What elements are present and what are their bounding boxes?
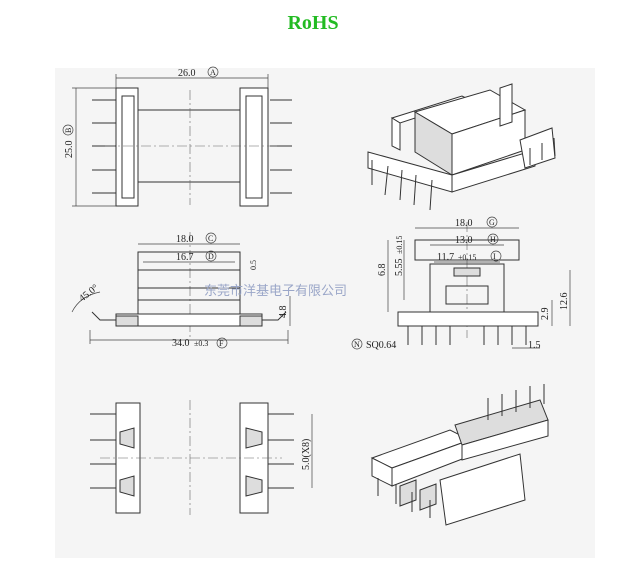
dim-front-167-tag: D bbox=[208, 252, 214, 261]
dim-side-68: 6.8 bbox=[377, 264, 388, 277]
dim-side-29: 2.9 bbox=[540, 308, 551, 321]
dim-top-width-tag: A bbox=[210, 68, 216, 77]
dim-side-13-tag: H bbox=[490, 235, 496, 244]
dim-side-sq: SQ0.64 bbox=[366, 340, 396, 351]
dim-side-555: 5.55 bbox=[394, 259, 405, 277]
dim-side-555-tol: ±0.15 bbox=[395, 236, 404, 254]
dim-side-13: 13.0 bbox=[455, 235, 473, 246]
dim-front-167: 16.7 bbox=[176, 252, 194, 263]
page-title: RoHS bbox=[287, 12, 339, 34]
dim-front-18: 18.0 bbox=[176, 234, 194, 245]
dim-side-18: 18.0 bbox=[455, 218, 473, 229]
dim-top-width: 26.0 bbox=[178, 68, 196, 79]
dim-top-height-tag: B bbox=[64, 128, 73, 133]
dim-front-34-tol: ±0.3 bbox=[194, 339, 208, 348]
company-watermark: 东莞市洋基电子有限公司 bbox=[204, 283, 347, 299]
dim-front-48: 4.8 bbox=[278, 306, 289, 319]
dim-side-sq-tag: N bbox=[354, 340, 360, 349]
dim-front-34: 34.0 bbox=[172, 338, 190, 349]
top-view: 26.0 A 25.0 B bbox=[62, 66, 292, 207]
side-view: 18.0 G 13.0 H 11.7 ±0.15 I 6.8 5.55 ±0.1… bbox=[351, 216, 571, 351]
dim-side-18-tag: G bbox=[489, 218, 495, 227]
dim-top-height: 25.0 bbox=[64, 141, 75, 159]
isometric-view-top bbox=[367, 83, 556, 211]
dim-front-angle: 45.0° bbox=[77, 282, 101, 304]
dim-side-117: 11.7 bbox=[437, 252, 454, 263]
dim-front-18-tag: C bbox=[208, 234, 213, 243]
dim-bottom-pitch: 5.0(X8) bbox=[301, 439, 312, 470]
dim-side-117-tag: I bbox=[493, 252, 496, 261]
dim-side-126: 12.6 bbox=[559, 293, 570, 311]
dim-front-05: 0.5 bbox=[249, 260, 258, 270]
bottom-view: 5.0(X8) bbox=[90, 400, 313, 515]
dim-side-117-tol: ±0.15 bbox=[458, 253, 476, 262]
isometric-view-bottom bbox=[370, 384, 549, 526]
dim-front-34-tag: F bbox=[219, 339, 224, 348]
dim-side-15: 1.5 bbox=[528, 340, 541, 351]
